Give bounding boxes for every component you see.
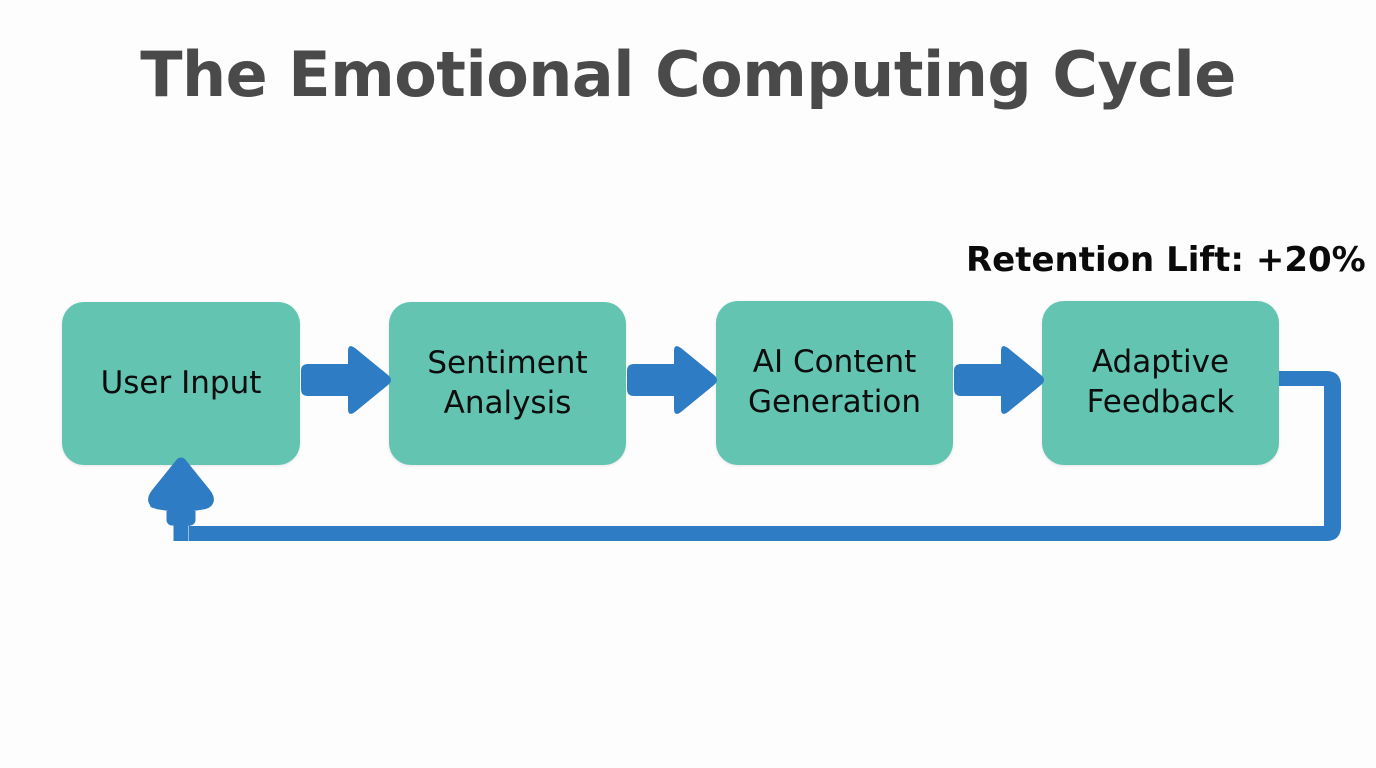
retention-lift-annotation: Retention Lift: +20% — [966, 240, 1366, 280]
node-label-line1: User Input — [100, 364, 262, 401]
node-adaptive-feedback[interactable]: Adaptive Feedback — [1042, 301, 1279, 465]
node-label-line2: Generation — [748, 384, 921, 420]
page-title: The Emotional Computing Cycle — [140, 38, 1236, 111]
node-label-line2: Feedback — [1086, 384, 1235, 420]
node-label-line2: Analysis — [443, 384, 572, 421]
node-sentiment-analysis[interactable]: Sentiment Analysis — [389, 302, 626, 465]
arrow-right-icon-3 — [954, 346, 1044, 414]
node-user-input[interactable]: User Input — [62, 302, 300, 465]
node-label-line1: Adaptive — [1091, 344, 1230, 381]
arrow-right-icon-1 — [301, 346, 391, 414]
node-label-line1: AI Content — [752, 344, 917, 381]
arrow-right-icon-2 — [627, 346, 717, 414]
node-label-line1: Sentiment — [427, 344, 588, 381]
node-ai-content-generation[interactable]: AI Content Generation — [716, 301, 953, 465]
